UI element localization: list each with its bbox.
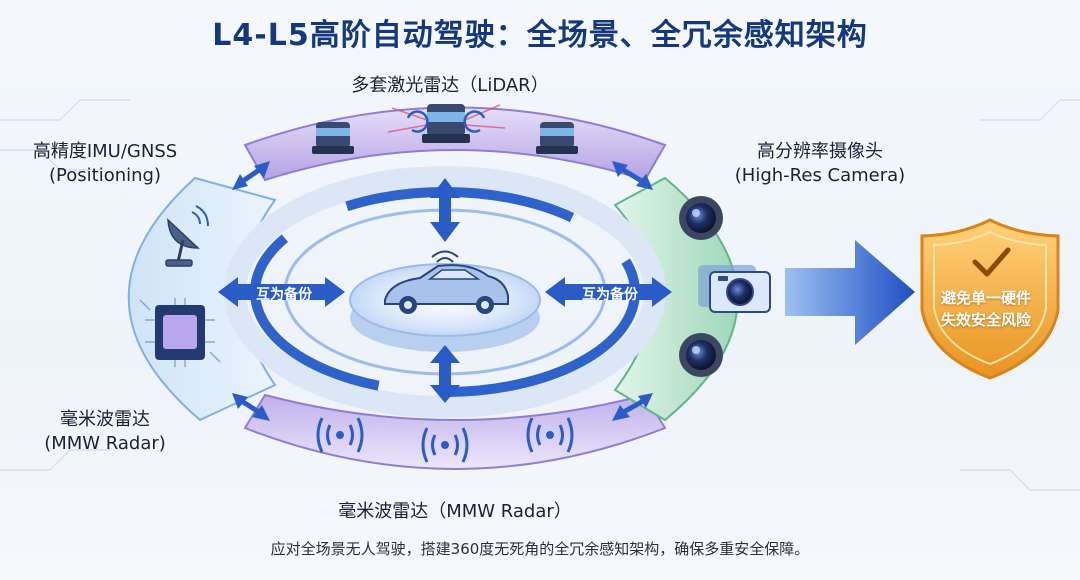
chip-icon [139,298,221,367]
lidar-icon [312,122,354,154]
backup-label-right: 互为备份 [582,287,638,303]
lidar-label: 多套激光雷达（LiDAR） [351,75,549,96]
arrow-top-vertical [430,178,460,242]
satellite-dish-icon [165,205,209,267]
caption: 应对全场景无人驾驶，搭建360度无死角的全冗余感知架构，确保多重安全保障。 [270,540,810,558]
mmw-left-label-line2: (MMW Radar) [44,433,166,454]
corner-arrows [232,161,653,421]
shield-label-line2: 失效安全风险 [940,311,1031,329]
output-arrow [785,240,915,345]
checkmark-icon [972,247,1011,277]
arrow-bottom-vertical [430,345,460,403]
radar-wave-icon [421,427,469,463]
camera-icon [679,196,723,240]
lidar-icon [536,122,578,154]
backup-arrow-right [545,277,672,307]
mmw-bottom-label: 毫米波雷达（MMW Radar） [338,501,572,522]
radar-wave-icon [526,417,574,453]
lidar-icon [387,104,506,143]
background-circuit-lines [0,99,1080,491]
shield-icon [920,218,1060,380]
imu-label-line2: (Positioning) [49,165,161,186]
shield-label: 避免单一硬件 失效安全风险 [934,287,1038,331]
radar-wave-icon [316,417,364,453]
page-title: L4-L5高阶自动驾驶：全场景、全冗余感知架构 [212,18,868,53]
camera-label: 高分辨率摄像头 (High-Res Camera) [720,140,920,188]
camera-icon [679,333,723,377]
camera-label-line2: (High-Res Camera) [734,165,906,186]
mmw-left-label: 毫米波雷达 (MMW Radar) [30,408,180,456]
shield-label-line1: 避免单一硬件 [940,289,1031,307]
backup-label-left: 互为备份 [256,287,312,303]
mmw-left-label-line1: 毫米波雷达 [60,409,150,430]
imu-label-line1: 高精度IMU/GNSS [32,141,178,162]
car-icon [384,250,509,314]
backup-arrow-left [218,277,345,307]
imu-label: 高精度IMU/GNSS (Positioning) [20,140,190,188]
camera-label-line1: 高分辨率摄像头 [757,141,883,162]
camera-icon [698,265,771,313]
